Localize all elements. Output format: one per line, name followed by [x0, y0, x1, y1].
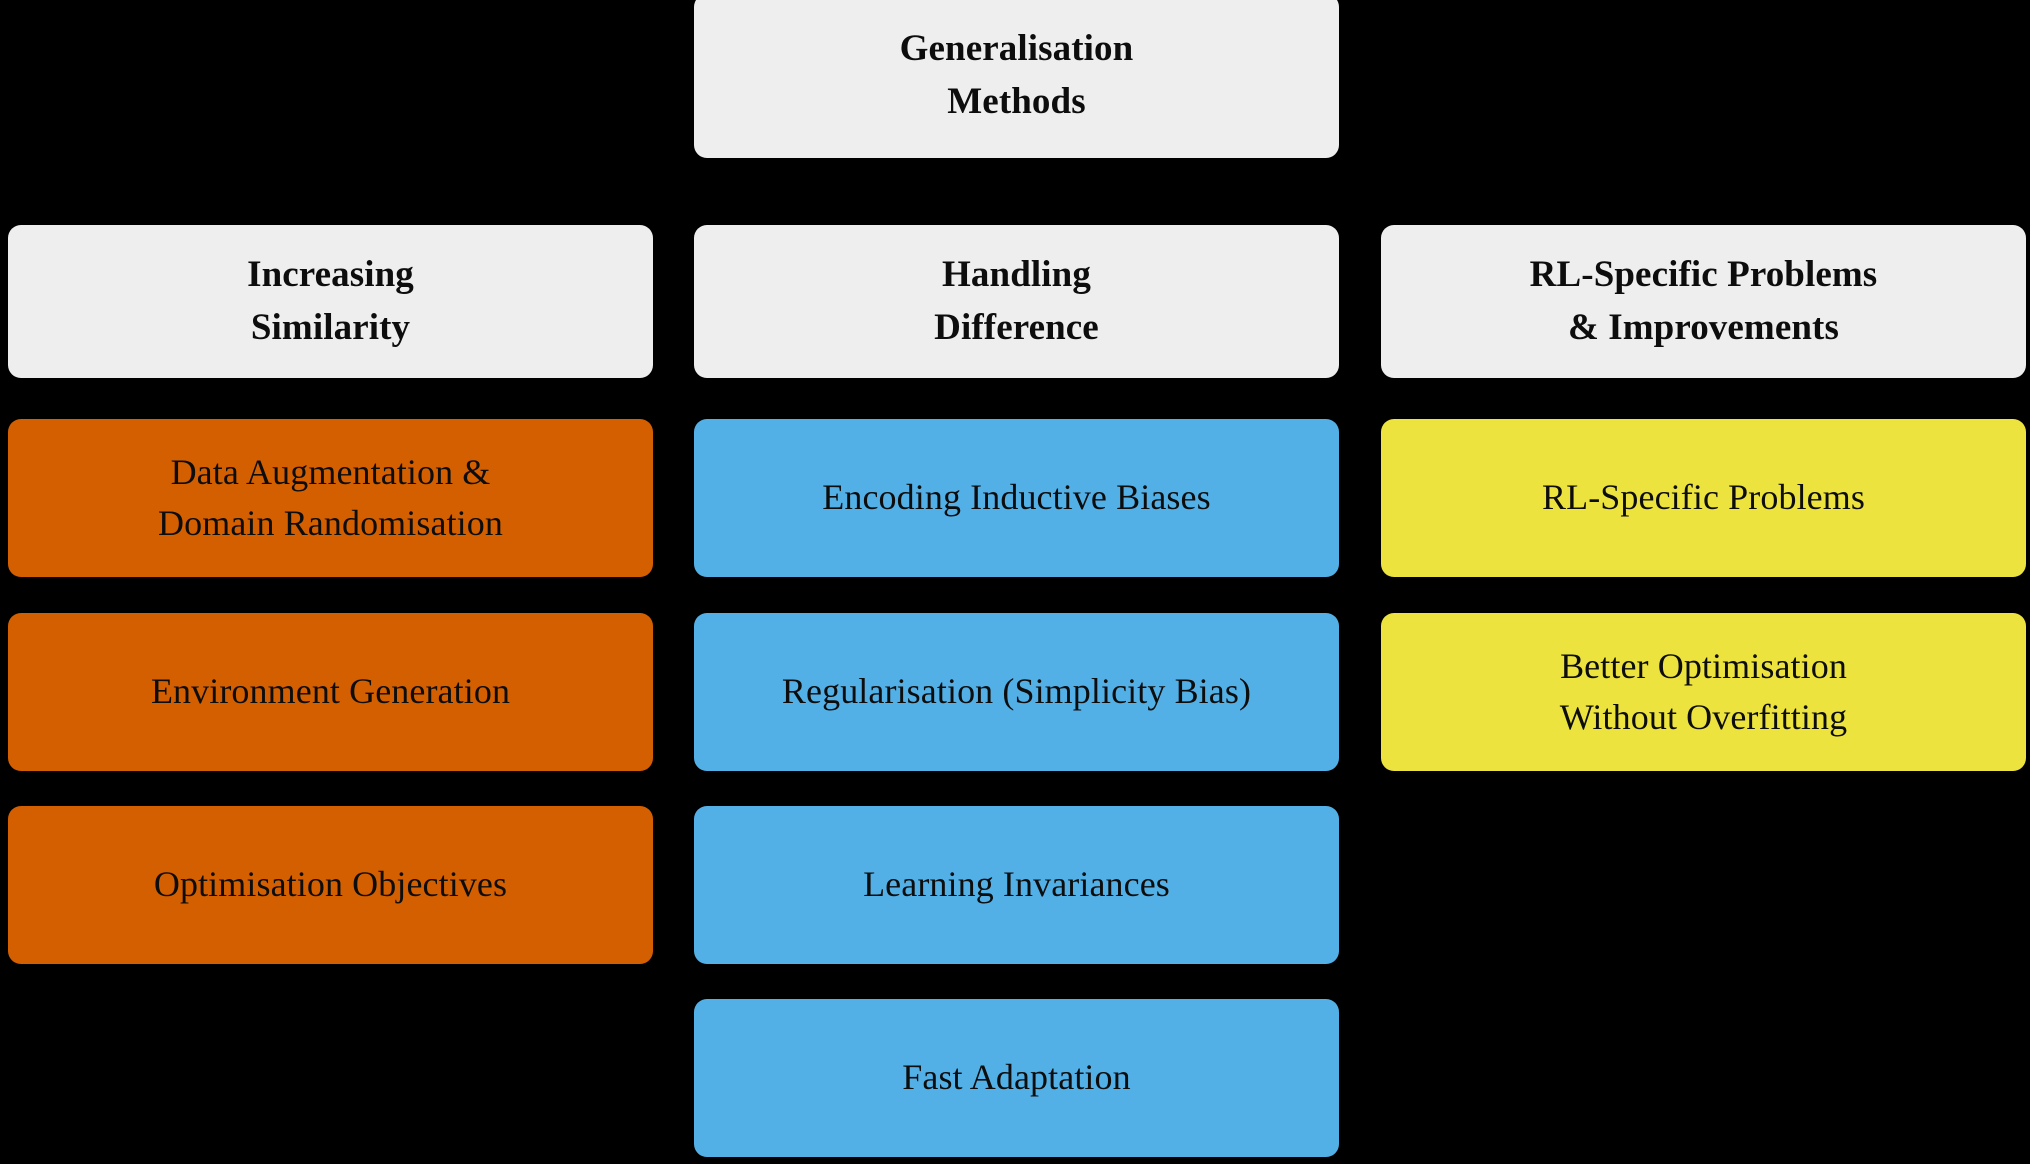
- root-node-generalisation-methods[interactable]: Generalisation Methods: [694, 0, 1339, 158]
- column-header-rl-specific-problems[interactable]: RL-Specific Problems & Improvements: [1381, 225, 2026, 378]
- node-fast-adaptation[interactable]: Fast Adaptation: [694, 999, 1339, 1157]
- node-regularisation-simplicity-bias[interactable]: Regularisation (Simplicity Bias): [694, 613, 1339, 771]
- connector-header3-to-items: [1703, 378, 1705, 419]
- node-rl-specific-problems[interactable]: RL-Specific Problems: [1381, 419, 2026, 577]
- node-encoding-inductive-biases[interactable]: Encoding Inductive Biases: [694, 419, 1339, 577]
- node-learning-invariances[interactable]: Learning Invariances: [694, 806, 1339, 964]
- node-data-augmentation-domain-randomisation[interactable]: Data Augmentation & Domain Randomisation: [8, 419, 653, 577]
- connector-header2-to-items: [1016, 378, 1018, 419]
- node-environment-generation[interactable]: Environment Generation: [8, 613, 653, 771]
- column-header-increasing-similarity[interactable]: Increasing Similarity: [8, 225, 653, 378]
- column-header-handling-difference[interactable]: Handling Difference: [694, 225, 1339, 378]
- node-optimisation-objectives[interactable]: Optimisation Objectives: [8, 806, 653, 964]
- connector-root-to-columns: [1016, 158, 1018, 225]
- node-better-optimisation-without-overfitting[interactable]: Better Optimisation Without Overfitting: [1381, 613, 2026, 771]
- connector-header1-to-items: [330, 378, 332, 419]
